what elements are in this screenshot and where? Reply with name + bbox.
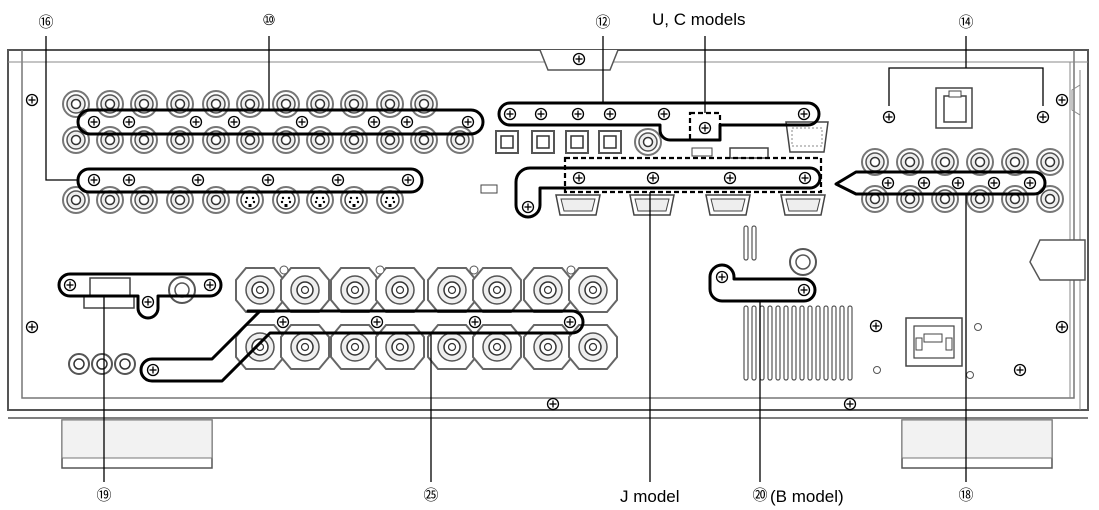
ac-inlet: [905, 317, 963, 367]
label-j-model: J model: [620, 487, 680, 506]
bracket-10: [76, 108, 485, 136]
bracket-j-model: [514, 166, 822, 219]
label-b-model: (B model): [770, 487, 844, 506]
callout-12: ⑫: [595, 13, 611, 31]
rca-row-top: [62, 90, 438, 118]
ethernet-port: [935, 87, 973, 129]
bracket-25: [139, 309, 585, 383]
bracket-20: [708, 263, 817, 303]
vent-slots: [743, 225, 853, 381]
callout-25: ㉕: [423, 486, 439, 504]
bracket-12: [497, 101, 821, 142]
rs232-port: [729, 147, 769, 159]
callout-19: ⑲: [96, 486, 112, 504]
jack-trio: [68, 353, 136, 375]
callout-10: ⑩: [262, 11, 276, 29]
bracket-19: [57, 272, 223, 320]
callout-16: ⑯: [38, 13, 54, 31]
callout-20: ⑳: [752, 486, 768, 504]
bracket-18: [834, 170, 1047, 196]
dashed-box-j-model: [563, 156, 823, 194]
dashed-box-uc-models: [688, 111, 722, 142]
label-uc-models: U, C models: [652, 10, 746, 29]
callout-14: ⑭: [958, 13, 974, 31]
callout-18: ⑱: [958, 486, 974, 504]
